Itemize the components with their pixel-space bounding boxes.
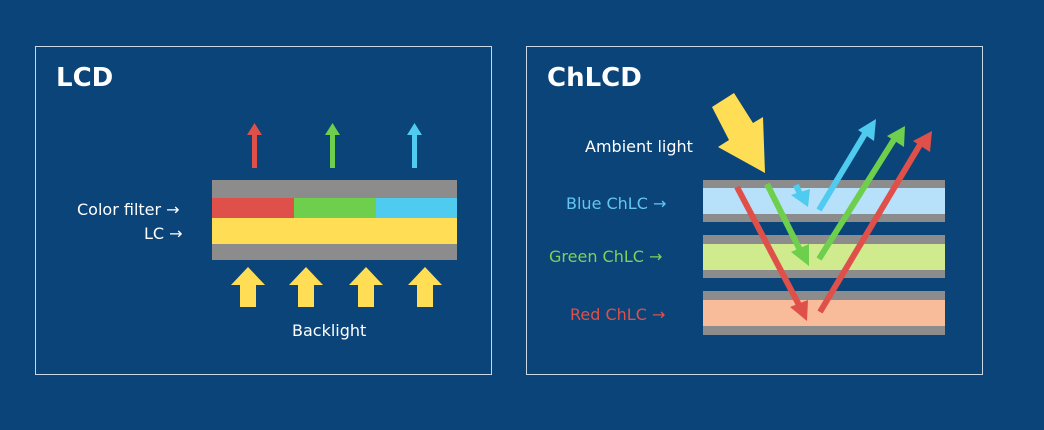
lc-label: LC → xyxy=(144,224,183,243)
green-filter xyxy=(294,198,376,218)
lcd-panel: LCD Color filter → LC → Backlight xyxy=(35,46,492,375)
blue-light-path xyxy=(791,119,876,212)
backlight-arrow-3 xyxy=(349,267,383,307)
green-light-path xyxy=(764,126,905,266)
emitted-red-arrow xyxy=(247,123,262,168)
color-filter-label: Color filter → xyxy=(77,200,180,219)
chlcd-diagram xyxy=(703,93,945,335)
blue-chlc-label: Blue ChLC → xyxy=(566,194,667,213)
ambient-light-label: Ambient light xyxy=(585,137,693,156)
red-chlc-label: Red ChLC → xyxy=(570,305,666,324)
lcd-title: LCD xyxy=(56,63,114,93)
emitted-cyan-arrow xyxy=(407,123,422,168)
lc-layer xyxy=(212,218,457,244)
red-light-path xyxy=(734,131,932,321)
backlight-arrow-4 xyxy=(408,267,442,307)
red-filter xyxy=(212,198,294,218)
cyan-filter xyxy=(376,198,457,218)
emitted-green-arrow xyxy=(325,123,340,168)
chlcd-panel: ChLCD Ambient light Blue ChLC → Green Ch… xyxy=(526,46,983,375)
backlight-arrow-1 xyxy=(231,267,265,307)
chlcd-title: ChLCD xyxy=(547,63,642,93)
top-gray-layer xyxy=(212,180,457,198)
lcd-diagram xyxy=(212,123,457,307)
backlight-label: Backlight xyxy=(292,321,367,340)
ambient-light-arrow xyxy=(712,93,765,173)
bottom-gray-layer xyxy=(212,244,457,260)
green-chlc-label: Green ChLC → xyxy=(549,247,663,266)
backlight-arrow-2 xyxy=(289,267,323,307)
